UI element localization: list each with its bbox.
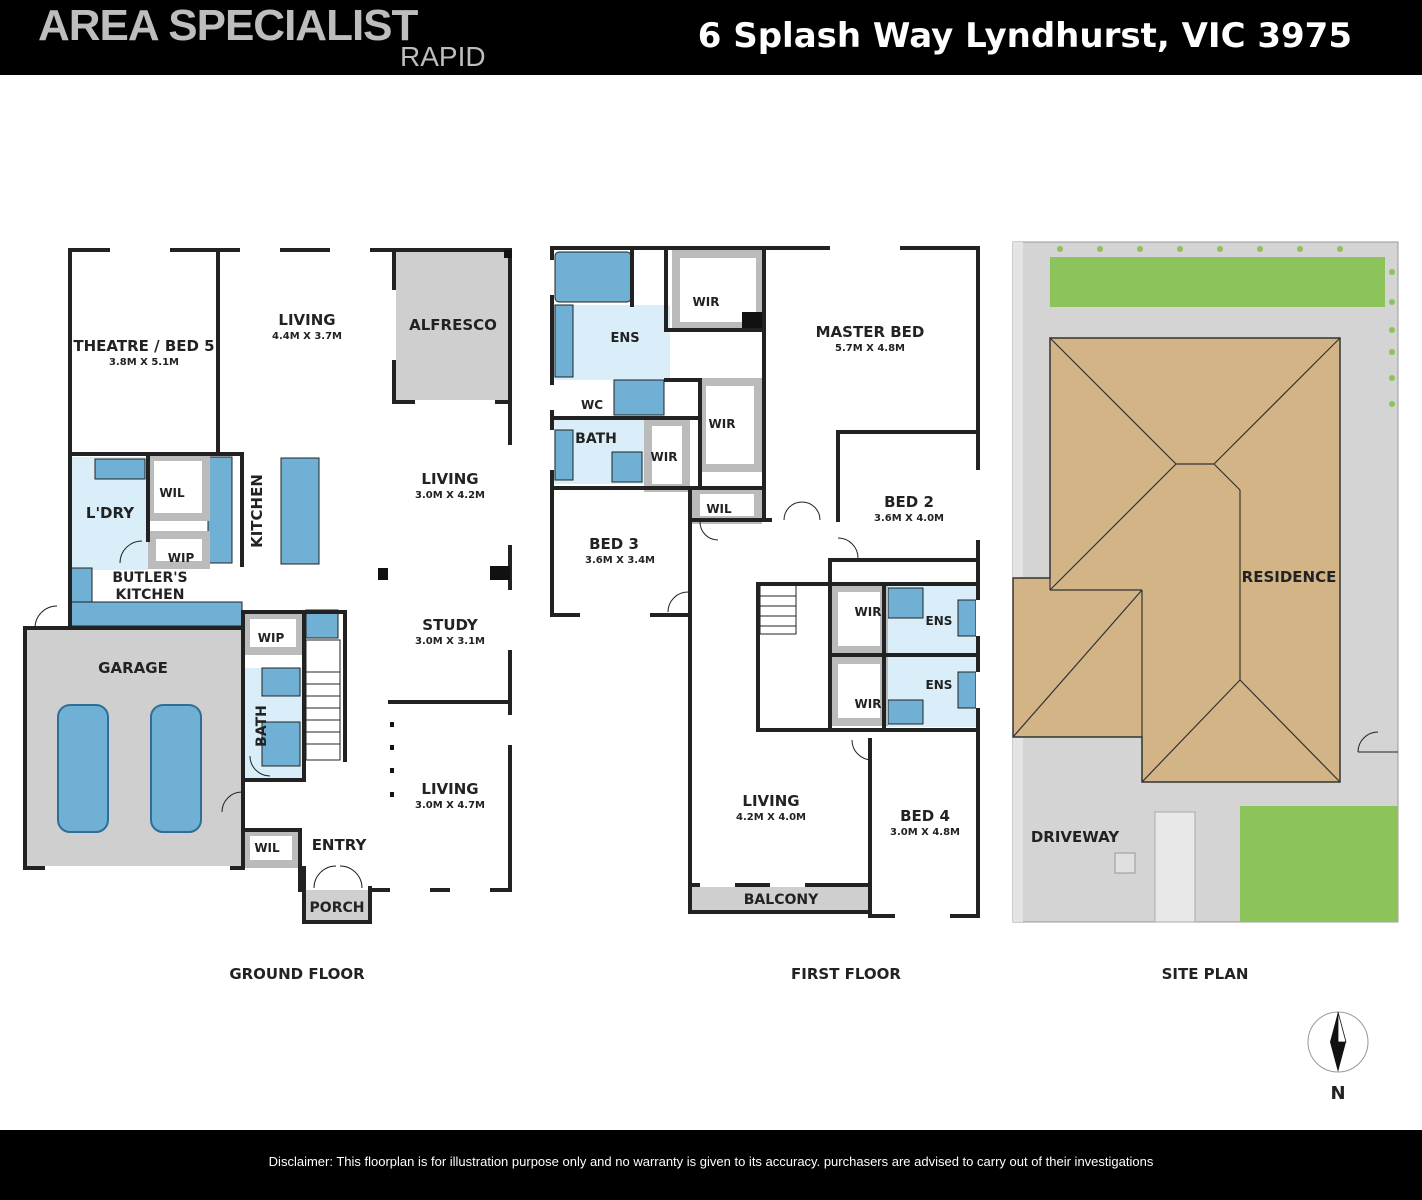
ground-floor-title: GROUND FLOOR bbox=[229, 965, 365, 983]
dim-theatre: 3.8M X 5.1M bbox=[109, 357, 179, 368]
room-living-2: LIVING bbox=[421, 470, 478, 488]
alfresco-area bbox=[396, 250, 510, 400]
room-garage: GARAGE bbox=[98, 659, 168, 677]
room-wir-4: WIR bbox=[855, 605, 882, 619]
room-ens-1: ENS bbox=[610, 331, 639, 346]
kitchen-island bbox=[280, 457, 320, 565]
site-driveway-label: DRIVEWAY bbox=[1031, 828, 1120, 846]
room-ff-living: LIVING bbox=[742, 792, 799, 810]
room-bed-3: BED 3 bbox=[589, 535, 639, 553]
room-gf-bath: BATH bbox=[254, 705, 270, 747]
room-alfresco: ALFRESCO bbox=[409, 316, 497, 334]
dim-bed-3: 3.6M X 3.4M bbox=[585, 555, 655, 566]
room-master: MASTER BED bbox=[816, 323, 925, 341]
dim-bed-2: 3.6M X 4.0M bbox=[874, 513, 944, 524]
property-address: 6 Splash Way Lyndhurst, VIC 3975 bbox=[697, 16, 1352, 56]
balcony-area bbox=[690, 886, 868, 912]
lawn-rear bbox=[1050, 257, 1385, 307]
room-wil-1: WIL bbox=[159, 486, 185, 500]
dim-master: 5.7M X 4.8M bbox=[835, 343, 905, 354]
room-kitchen: KITCHEN bbox=[248, 474, 266, 548]
dim-ff-living: 4.2M X 4.0M bbox=[736, 812, 806, 823]
brand-logo: AREA SPECIALIST bbox=[38, 1, 418, 50]
first-floor-plan: ENS WIR MASTER BED 5.7M X 4.8M WC WIR BA… bbox=[550, 246, 980, 983]
compass-label: N bbox=[1330, 1083, 1345, 1104]
room-wip-2: WIP bbox=[258, 631, 285, 645]
room-wil-2: WIL bbox=[254, 841, 280, 855]
dim-living-2: 3.0M X 4.2M bbox=[415, 490, 485, 501]
room-butlers: BUTLER'S bbox=[112, 570, 187, 586]
header-bar: AREA SPECIALIST RAPID 6 Splash Way Lyndh… bbox=[0, 0, 1422, 75]
room-porch: PORCH bbox=[310, 900, 365, 916]
room-ff-wil: WIL bbox=[706, 502, 732, 516]
room-living-1: LIVING bbox=[278, 311, 335, 329]
porch-area bbox=[304, 890, 370, 922]
room-wir-2: WIR bbox=[709, 417, 736, 431]
room-wip-1: WIP bbox=[168, 551, 195, 565]
lawn-front bbox=[1240, 806, 1398, 922]
site-residence-label: RESIDENCE bbox=[1242, 568, 1337, 586]
north-compass-icon: N bbox=[1307, 1011, 1369, 1104]
room-theatre: THEATRE / BED 5 bbox=[73, 337, 214, 355]
room-study: STUDY bbox=[422, 616, 479, 634]
footer-bar: Disclaimer: This floorplan is for illust… bbox=[0, 1130, 1422, 1200]
room-balcony: BALCONY bbox=[744, 892, 819, 908]
room-entry: ENTRY bbox=[312, 836, 368, 854]
room-wir-3: WIR bbox=[651, 450, 678, 464]
dim-living-1: 4.4M X 3.7M bbox=[272, 331, 342, 342]
site-plan-title: SITE PLAN bbox=[1162, 965, 1249, 983]
room-bed-2: BED 2 bbox=[884, 493, 934, 511]
room-ens-3: ENS bbox=[926, 678, 953, 692]
disclaimer-text: Disclaimer: This floorplan is for illust… bbox=[268, 1154, 1154, 1169]
dim-living-3: 3.0M X 4.7M bbox=[415, 800, 485, 811]
room-ens-2: ENS bbox=[926, 614, 953, 628]
room-ff-bath: BATH bbox=[575, 431, 617, 447]
room-laundry: L'DRY bbox=[86, 504, 135, 522]
room-wir-1: WIR bbox=[693, 295, 720, 309]
room-butlers-2: KITCHEN bbox=[116, 587, 185, 603]
dim-study: 3.0M X 3.1M bbox=[415, 636, 485, 647]
first-floor-title: FIRST FLOOR bbox=[791, 965, 901, 983]
brand-sub: RAPID bbox=[400, 41, 486, 72]
site-plan: RESIDENCE DRIVEWAY SITE PLAN bbox=[1012, 241, 1399, 983]
room-bed-4: BED 4 bbox=[900, 807, 950, 825]
ground-floor-plan: THEATRE / BED 5 3.8M X 5.1M LIVING 4.4M … bbox=[23, 248, 512, 983]
room-wir-5: WIR bbox=[855, 697, 882, 711]
dim-bed-4: 3.0M X 4.8M bbox=[890, 827, 960, 838]
room-wc: WC bbox=[581, 398, 603, 412]
room-living-3: LIVING bbox=[421, 780, 478, 798]
